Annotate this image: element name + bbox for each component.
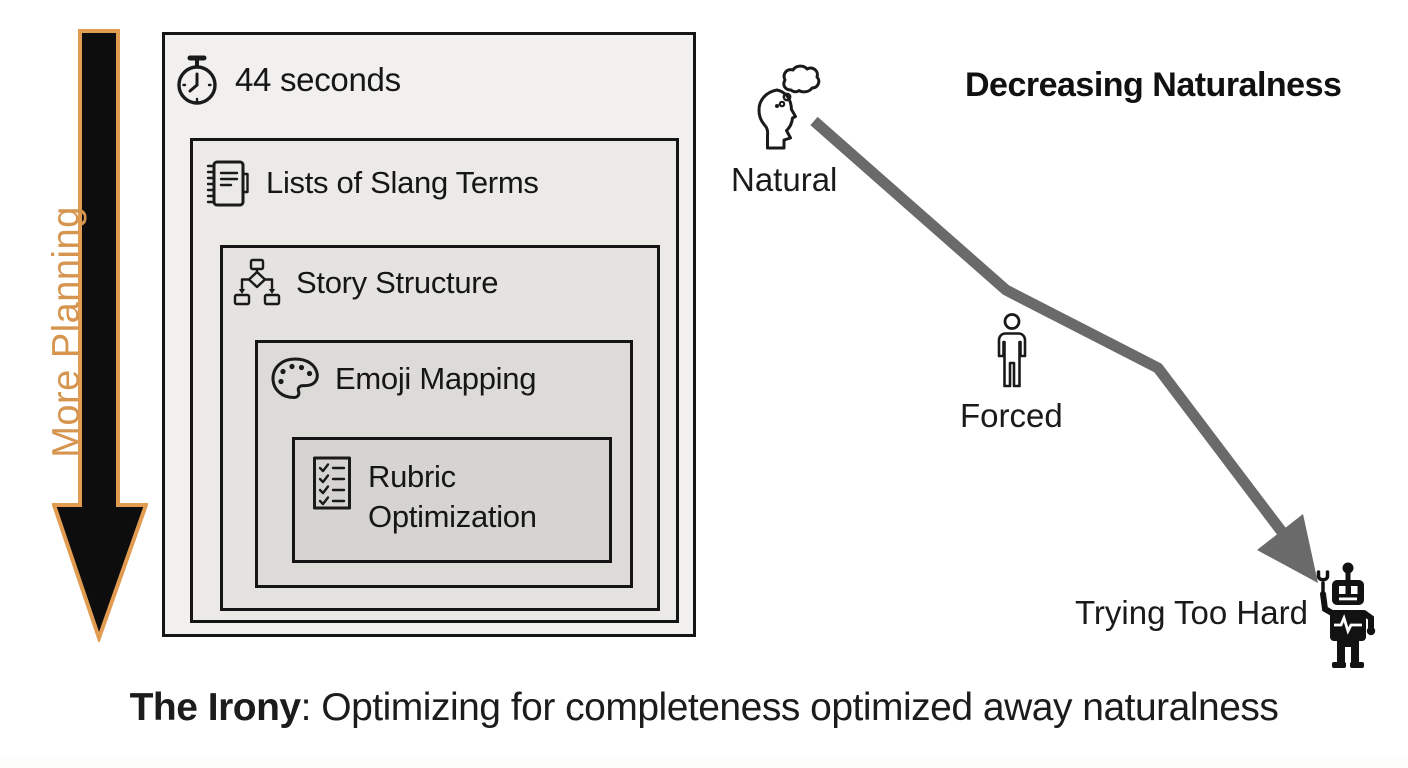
- stopwatch-icon: [177, 55, 217, 105]
- natural-label: Natural: [731, 161, 838, 198]
- more-planning-label: More Planning: [45, 206, 88, 458]
- robot-icon: [1316, 562, 1376, 668]
- person-icon: [997, 313, 1027, 388]
- box-label-rubric-optimization: Rubric Optimization: [368, 459, 537, 535]
- irony-caption-rest: : Optimizing for completeness optimized …: [300, 686, 1279, 729]
- box-label-story-structure: Story Structure: [296, 265, 499, 300]
- forced-label: Forced: [960, 397, 1063, 434]
- bottom-edge-artifact: [0, 757, 1408, 768]
- trying-too-hard-label: Trying Too Hard: [1075, 594, 1308, 631]
- irony-caption: The Irony: Optimizing for completeness o…: [0, 686, 1408, 730]
- box-label-44-seconds: 44 seconds: [235, 61, 401, 98]
- decreasing-naturalness-title: Decreasing Naturalness: [965, 66, 1342, 104]
- flowchart-icon: [233, 258, 281, 306]
- notebook-icon: [206, 160, 249, 207]
- thinking-head-icon: [757, 64, 821, 150]
- palette-icon: [271, 357, 319, 399]
- box-label-emoji-mapping: Emoji Mapping: [335, 361, 537, 396]
- box-label-slang-terms: Lists of Slang Terms: [266, 165, 539, 200]
- nested-box-rubric-optimization: Rubric Optimization: [292, 437, 612, 563]
- down-arrow-icon: [52, 29, 148, 642]
- irony-caption-lead: The Irony: [129, 686, 302, 729]
- checklist-icon: [313, 456, 351, 510]
